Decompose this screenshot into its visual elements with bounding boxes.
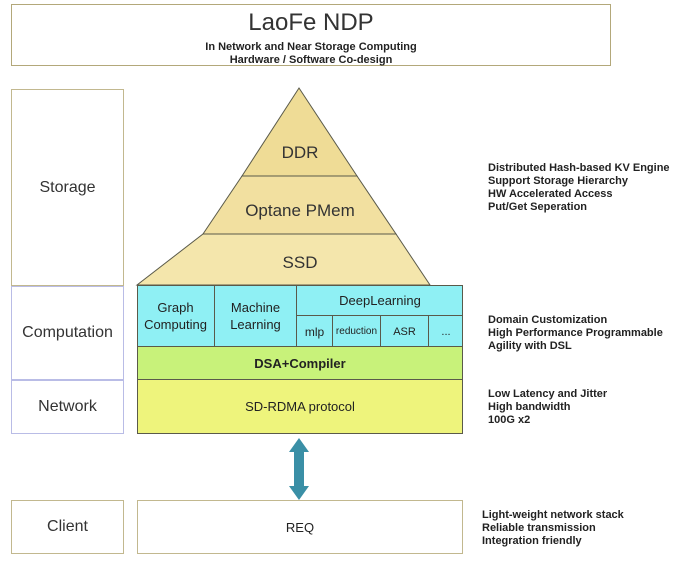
note-line: Light-weight network stack (482, 509, 624, 521)
ssd-label: SSD (282, 253, 318, 272)
ddr-label: DDR (281, 143, 319, 162)
note-line: Agility with DSL (488, 340, 572, 352)
sd-rdma-layer: SD-RDMA protocol (137, 380, 463, 434)
ml-label-2: Learning (230, 317, 281, 332)
storage-label-box: Storage (11, 89, 124, 286)
subtitle-line-1: In Network and Near Storage Computing (205, 41, 417, 53)
machine-learning-box: Machine Learning (215, 285, 297, 347)
dl-item-asr: ASR (381, 316, 429, 347)
computation-layer (137, 285, 463, 347)
dl-item-reduction: reduction (333, 316, 381, 347)
bidirectional-arrow-icon (289, 438, 309, 500)
dsa-compiler-layer: DSA+Compiler (137, 347, 463, 380)
note-line: Distributed Hash-based KV Engine (488, 162, 670, 174)
note-line: High bandwidth (488, 401, 571, 413)
note-line: HW Accelerated Access (488, 188, 613, 200)
deep-learning-header: DeepLearning (297, 285, 463, 316)
note-line: Low Latency and Jitter (488, 388, 608, 400)
computation-notes: Domain Customization High Performance Pr… (488, 314, 663, 353)
graph-label-1: Graph (157, 300, 194, 315)
storage-notes: Distributed Hash-based KV Engine Support… (488, 162, 670, 214)
title: LaoFe NDP (248, 9, 374, 36)
dl-item-more: ... (441, 325, 451, 338)
ml-label-1: Machine (230, 300, 281, 315)
req-box: REQ (137, 500, 463, 554)
note-line: 100G x2 (488, 414, 531, 426)
network-label: Network (38, 398, 97, 415)
computation-label-box: Computation (11, 286, 124, 380)
storage-label: Storage (39, 178, 96, 196)
note-line: Support Storage Hierarchy (488, 175, 628, 187)
graph-label-2: Computing (144, 317, 207, 332)
note-line: Domain Customization (488, 314, 608, 326)
network-notes: Low Latency and Jitter High bandwidth 10… (488, 388, 607, 427)
network-label-box: Network (11, 380, 124, 434)
note-line: Put/Get Seperation (488, 201, 588, 213)
title-box: LaoFe NDP In Network and Near Storage Co… (11, 4, 611, 66)
graph-computing-box: Graph Computing (137, 285, 215, 347)
computation-label: Computation (22, 324, 113, 341)
client-label-box: Client (11, 500, 124, 554)
client-label: Client (47, 518, 88, 535)
client-notes: Light-weight network stack Reliable tran… (482, 509, 624, 548)
note-line: High Performance Programmable (488, 327, 663, 339)
dl-item-mlp: mlp (297, 316, 333, 347)
optane-label: Optane PMem (245, 201, 355, 220)
note-line: Integration friendly (482, 535, 582, 547)
subtitle-line-2: Hardware / Software Co-design (229, 54, 393, 66)
note-line: Reliable transmission (482, 522, 596, 534)
